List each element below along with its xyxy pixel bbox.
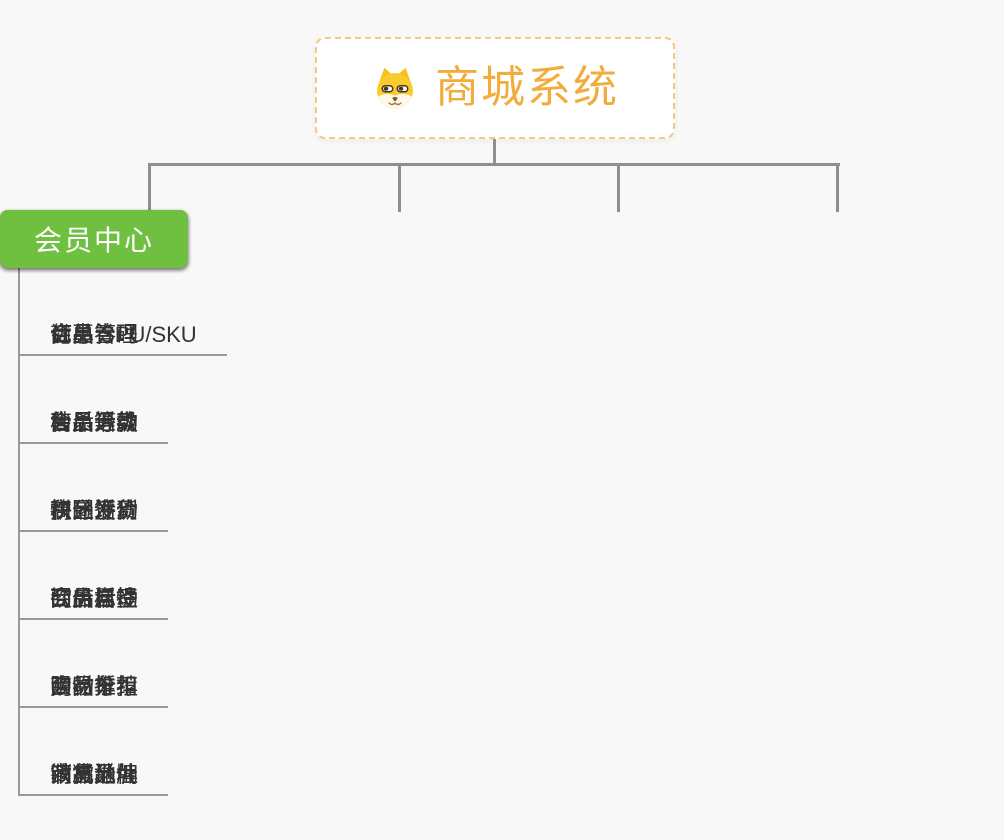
connector-drop-member — [836, 163, 839, 212]
node-item-member-center-5[interactable]: 会员分组 — [18, 620, 169, 708]
connector-drop-trade — [398, 163, 401, 212]
node-item-member-center-1[interactable]: 会员管理 — [18, 268, 169, 356]
connector-horizontal-bar — [148, 163, 840, 166]
node-item-member-center-6[interactable]: 收货地址 — [18, 708, 169, 796]
connector-drop-product — [148, 163, 151, 212]
connector-drop-marketing — [617, 163, 620, 212]
root-node-label: 商城系统 — [435, 63, 619, 112]
branch-item-list: 会员管理会员等级积分签到会员标签会员分组收货地址 — [18, 268, 169, 796]
node-item-member-center-2[interactable]: 会员等级 — [18, 356, 169, 444]
connector-root-stem — [493, 139, 496, 166]
root-node-mall-system[interactable]: 商城系统 — [315, 37, 675, 139]
branch-member-center: 会员中心 会员管理会员等级积分签到会员标签会员分组收货地址 — [0, 210, 188, 796]
node-item-member-center-4[interactable]: 会员标签 — [18, 532, 169, 620]
shiba-dog-icon — [377, 67, 413, 109]
node-item-member-center-3[interactable]: 积分签到 — [18, 444, 169, 532]
branch-header-member-center[interactable]: 会员中心 — [0, 210, 188, 268]
